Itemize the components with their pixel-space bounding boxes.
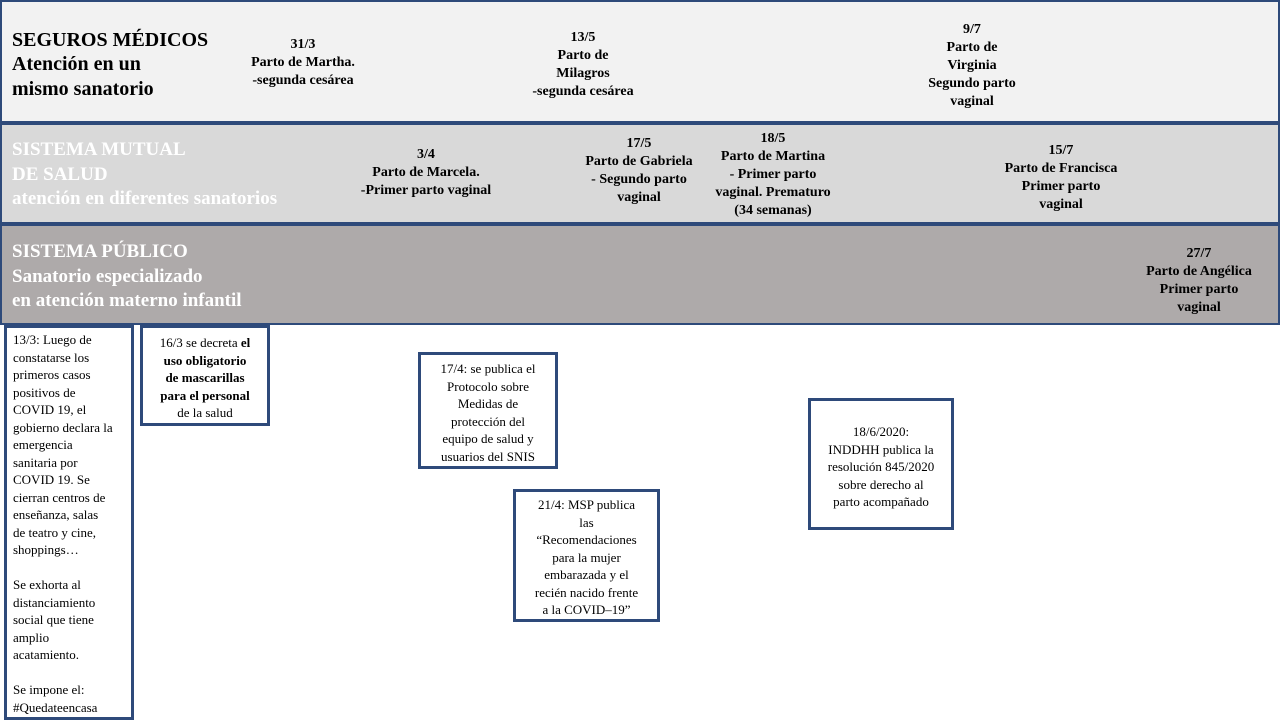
event-text: Parto de Martha. -segunda cesárea (251, 55, 355, 88)
event-text: Parto de Marcela. -Primer parto vaginal (360, 165, 492, 198)
event-marcela: 3/4 Parto de Marcela. -Primer parto vagi… (346, 146, 506, 200)
event-date: 15/7 (1048, 143, 1074, 158)
event-virginia: 9/7 Parto de Virginia Segundo parto vagi… (912, 21, 1032, 111)
event-martha: 31/3 Parto de Martha. -segunda cesárea (243, 36, 363, 90)
event-text: Parto de Martina - Primer parto vaginal.… (715, 149, 831, 218)
note-text-bold: el uso obligatorio de mascarillas para e… (160, 335, 251, 403)
event-text: Parto de Gabriela - Segundo parto vagina… (585, 154, 693, 205)
band-title-seguros: SEGUROS MÉDICOS Atención en un mismo san… (12, 29, 209, 100)
band-title-publico: SISTEMA PÚBLICO Sanatorio especializado … (12, 241, 242, 312)
event-angelica: 27/7 Parto de Angélica Primer parto vagi… (1136, 245, 1262, 317)
event-text: Parto de Virginia Segundo parto vaginal (928, 40, 1016, 109)
event-date: 17/5 (626, 136, 652, 151)
note-text: 16/3 se decreta (159, 335, 241, 350)
event-francisca: 15/7 Parto de Francisca Primer parto vag… (991, 142, 1131, 214)
event-gabriela: 17/5 Parto de Gabriela - Segundo parto v… (574, 135, 704, 207)
note-text: de la salud (177, 405, 233, 420)
note-16-3: 16/3 se decreta el uso obligatorio de ma… (140, 325, 270, 426)
note-13-3: 13/3: Luego de constatarse los primeros … (4, 325, 134, 720)
note-18-6: 18/6/2020: INDDHH publica la resolución … (808, 398, 954, 530)
event-martina: 18/5 Parto de Martina - Primer parto vag… (703, 130, 843, 220)
note-21-4: 21/4: MSP publica las “Recomendaciones p… (513, 489, 660, 622)
event-date: 31/3 (290, 37, 316, 52)
note-17-4: 17/4: se publica el Protocolo sobre Medi… (418, 352, 558, 469)
band-title-mutual: SISTEMA MUTUAL DE SALUD atención en dife… (12, 139, 278, 210)
band-sistema-mutual: SISTEMA MUTUAL DE SALUD atención en dife… (0, 123, 1280, 224)
event-date: 18/5 (760, 131, 786, 146)
event-date: 27/7 (1186, 246, 1212, 261)
event-milagros: 13/5 Parto de Milagros -segunda cesárea (523, 29, 643, 101)
band-sistema-publico: SISTEMA PÚBLICO Sanatorio especializado … (0, 224, 1280, 325)
event-date: 3/4 (417, 147, 435, 162)
event-date: 9/7 (963, 22, 981, 37)
event-text: Parto de Milagros -segunda cesárea (532, 48, 634, 99)
event-text: Parto de Angélica Primer parto vaginal (1146, 264, 1252, 315)
band-seguros-medicos: SEGUROS MÉDICOS Atención en un mismo san… (0, 0, 1280, 123)
event-text: Parto de Francisca Primer parto vaginal (1004, 161, 1118, 212)
event-date: 13/5 (570, 30, 596, 45)
